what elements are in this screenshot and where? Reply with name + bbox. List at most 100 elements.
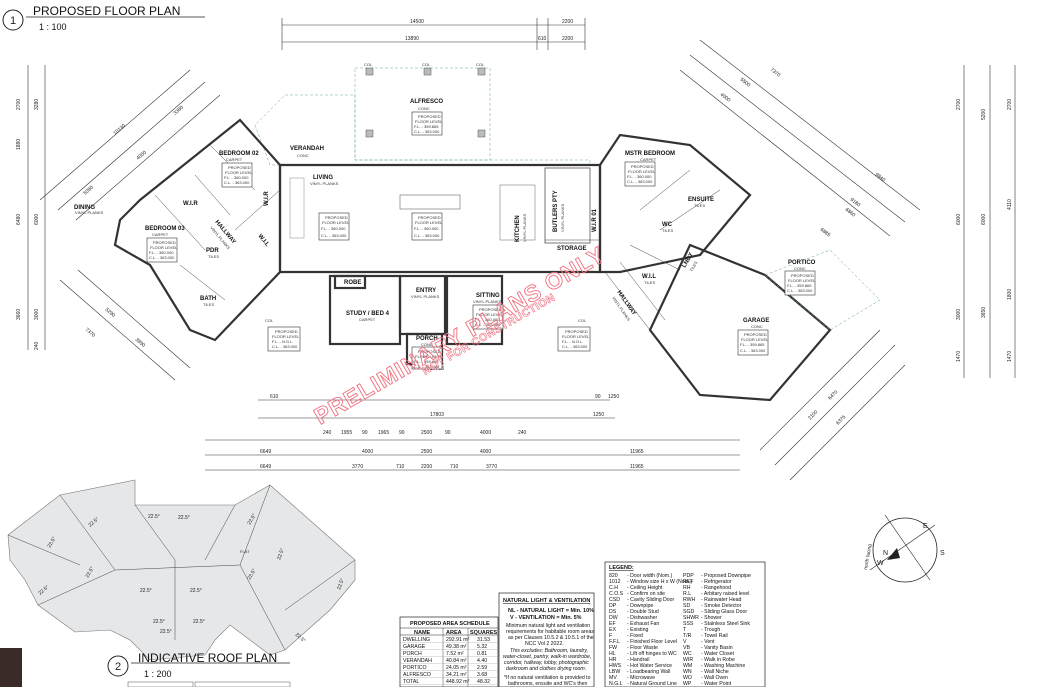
area-row-squares: 5.32	[477, 644, 487, 650]
room-bedroom3-finish: CARPET	[152, 232, 169, 237]
area-row-name: GARAGE	[403, 644, 426, 650]
legend-description: - Double Stud	[627, 609, 659, 615]
room-garage-finish: CONC	[751, 324, 763, 329]
room-kitchen: KITCHEN	[515, 215, 521, 242]
plan-number-1: 1	[10, 15, 16, 27]
legend-description: - Natural Ground Line	[627, 681, 677, 687]
diagonal-dimensions-lower-right: 2100 6375 6470	[759, 329, 906, 481]
legend-column-1: 820- Door width (Nom.)1012- Window size …	[609, 573, 692, 687]
dim-d5: 10130	[112, 123, 127, 137]
svg-text:F.L. - 360.000: F.L. - 360.000	[627, 174, 652, 179]
legend-code: F.F.L	[609, 639, 620, 645]
legend-description: - Loadbearing Wall	[627, 669, 670, 675]
legend-code: HR	[609, 657, 617, 663]
svg-text:F.L. - 359.865: F.L. - 359.865	[414, 124, 439, 129]
svg-text:C.L. - 363.000: C.L. - 363.000	[475, 322, 501, 327]
room-living: LIVING	[313, 175, 333, 181]
legend: LEGEND: 820- Door width (Nom.)1012- Wind…	[604, 561, 766, 687]
dim-d1r: 7370	[769, 67, 782, 79]
legend-description: - Ceiling Height	[627, 585, 663, 591]
svg-text:PROPOSED: PROPOSED	[631, 164, 654, 169]
roof-pitch-13: 22.5°	[153, 619, 165, 625]
left-dimensions: 2700 1880 6480 3660 3280 6000 3000 240	[16, 65, 46, 350]
legend-description: - Confirm on site	[627, 591, 665, 597]
floor-plan-scale: 1 : 100	[39, 22, 67, 32]
col-label-2: COL	[422, 62, 431, 67]
level-box-col-left: PROPOSED FLOOR LEVEL F.L. - N.G.L C.L. -…	[267, 326, 301, 352]
svg-text:PROPOSED: PROPOSED	[228, 165, 251, 170]
compass-east: E	[923, 523, 928, 530]
room-bedroom3: BEDROOM 03	[145, 226, 185, 232]
dim-r7: 1800	[1007, 289, 1013, 300]
svg-text:F.L. - 360.000: F.L. - 360.000	[224, 175, 249, 180]
legend-description: - Water Closet	[701, 651, 735, 657]
legend-code: HL	[609, 651, 616, 657]
area-row-name: VERANDAH	[403, 658, 432, 664]
roof-pitch-10: 22.5°	[140, 588, 152, 594]
legend-code: 1012	[609, 579, 621, 585]
room-entry: ENTRY	[416, 288, 436, 294]
svg-text:PROPOSED: PROPOSED	[479, 307, 502, 312]
room-sitting-finish: VINYL PLANKS	[473, 299, 502, 304]
dim-d6: 9180	[849, 197, 862, 209]
level-box-mstr: PROPOSED FLOOR LEVEL F.L. - 360.000 C.L.…	[624, 161, 656, 187]
svg-text:FLOOR LEVEL: FLOOR LEVEL	[415, 119, 443, 124]
legend-code: DS	[609, 609, 617, 615]
room-ensuite: ENSUITE	[688, 197, 714, 203]
compass: E S N W north facing	[863, 514, 945, 583]
area-schedule-table: PROPOSED AREA SCHEDULE NAME AREA SQUARES…	[399, 616, 499, 687]
natural-light-l3: Minimum natural light and ventilation	[506, 623, 590, 629]
dim-r5: 4110	[1007, 199, 1013, 210]
room-labels: ALFRESCO CONC VERANDAH CONC BEDROOM 02 C…	[74, 99, 816, 347]
legend-code: SSS	[683, 621, 694, 627]
room-sitting: SITTING	[476, 293, 500, 299]
svg-text:F.L. - 360.000: F.L. - 360.000	[414, 226, 439, 231]
room-bedroom2: BEDROOM 02	[219, 151, 259, 157]
natural-light-l2: V - VENTILATION = Min. 5%	[510, 615, 582, 621]
room-ensuite-finish: TILES	[694, 203, 705, 208]
room-dining-finish: VINYL PLANKS	[75, 210, 104, 215]
legend-code: WP	[683, 681, 692, 687]
dim-bot8: 2200	[421, 464, 432, 470]
right-dimensions: 2700 5200 2700 6000 6000 4110 3000 3650 …	[956, 65, 1016, 378]
compass-west: W	[877, 560, 884, 567]
legend-description: - Microwave	[627, 675, 655, 681]
dim-r5c: 6470	[827, 389, 839, 401]
room-portico-finish: CONC	[794, 266, 806, 271]
level-box-bedroom2: PROPOSED FLOOR LEVEL F.L. - 360.000 C.L.…	[221, 162, 253, 188]
area-row-area: 49.38 m²	[446, 644, 467, 650]
room-butlers-finish: VINYL PLANKS	[560, 203, 565, 232]
dim-l1: 2700	[16, 99, 22, 110]
svg-text:C.L. - 363.000: C.L. - 363.000	[414, 233, 440, 238]
legend-code: VB	[683, 645, 690, 651]
dim-bot6: 3770	[352, 464, 363, 470]
area-schedule-title: PROPOSED AREA SCHEDULE	[410, 621, 490, 627]
room-study-finish: CARPET	[359, 317, 376, 322]
dim-top1: 14500	[410, 19, 424, 25]
alfresco-area: COL COL COL	[354, 62, 491, 161]
legend-code: SHWR	[683, 615, 699, 621]
legend-description: - Fixed	[627, 633, 643, 639]
roof-pitch-11: 22.5°	[190, 588, 202, 594]
svg-text:FLOOR LEVEL: FLOOR LEVEL	[562, 334, 590, 339]
svg-text:C.L. - 363.000: C.L. - 363.000	[562, 344, 588, 349]
legend-description: - Wall Niche	[701, 669, 729, 675]
room-porch-finish: CONC	[421, 342, 433, 347]
dim-mid1: 17803	[430, 412, 444, 418]
compass-north-arrow-icon	[887, 548, 900, 560]
dim-d3: 5500	[739, 77, 752, 89]
level-box-portico: PROPOSED FLOOR LEVEL F.L. - 359.865 C.L.…	[784, 270, 816, 296]
dim-b7: 90	[445, 430, 451, 436]
svg-text:PROPOSED: PROPOSED	[153, 240, 176, 245]
roof-pitch-6: 22.5°	[276, 548, 286, 561]
svg-text:C.L. - 363.000: C.L. - 363.000	[414, 364, 440, 369]
room-alfresco-finish: CONC	[418, 106, 430, 111]
svg-text:C.L. - 363.000: C.L. - 363.000	[414, 129, 440, 134]
room-alfresco: ALFRESCO	[410, 99, 443, 105]
level-box-bedroom3: PROPOSED FLOOR LEVEL F.L. - 360.000 C.L.…	[146, 237, 178, 263]
natural-light-l8: water-closet, pantry, walk-in wardrobe,	[503, 654, 591, 660]
area-row-squares: 2.59	[477, 665, 487, 671]
svg-text:C.L. - 363.000: C.L. - 363.000	[740, 348, 766, 353]
svg-text:FLOOR LEVEL: FLOOR LEVEL	[741, 337, 769, 342]
legend-description: - Sliding Glass Door	[701, 609, 747, 615]
